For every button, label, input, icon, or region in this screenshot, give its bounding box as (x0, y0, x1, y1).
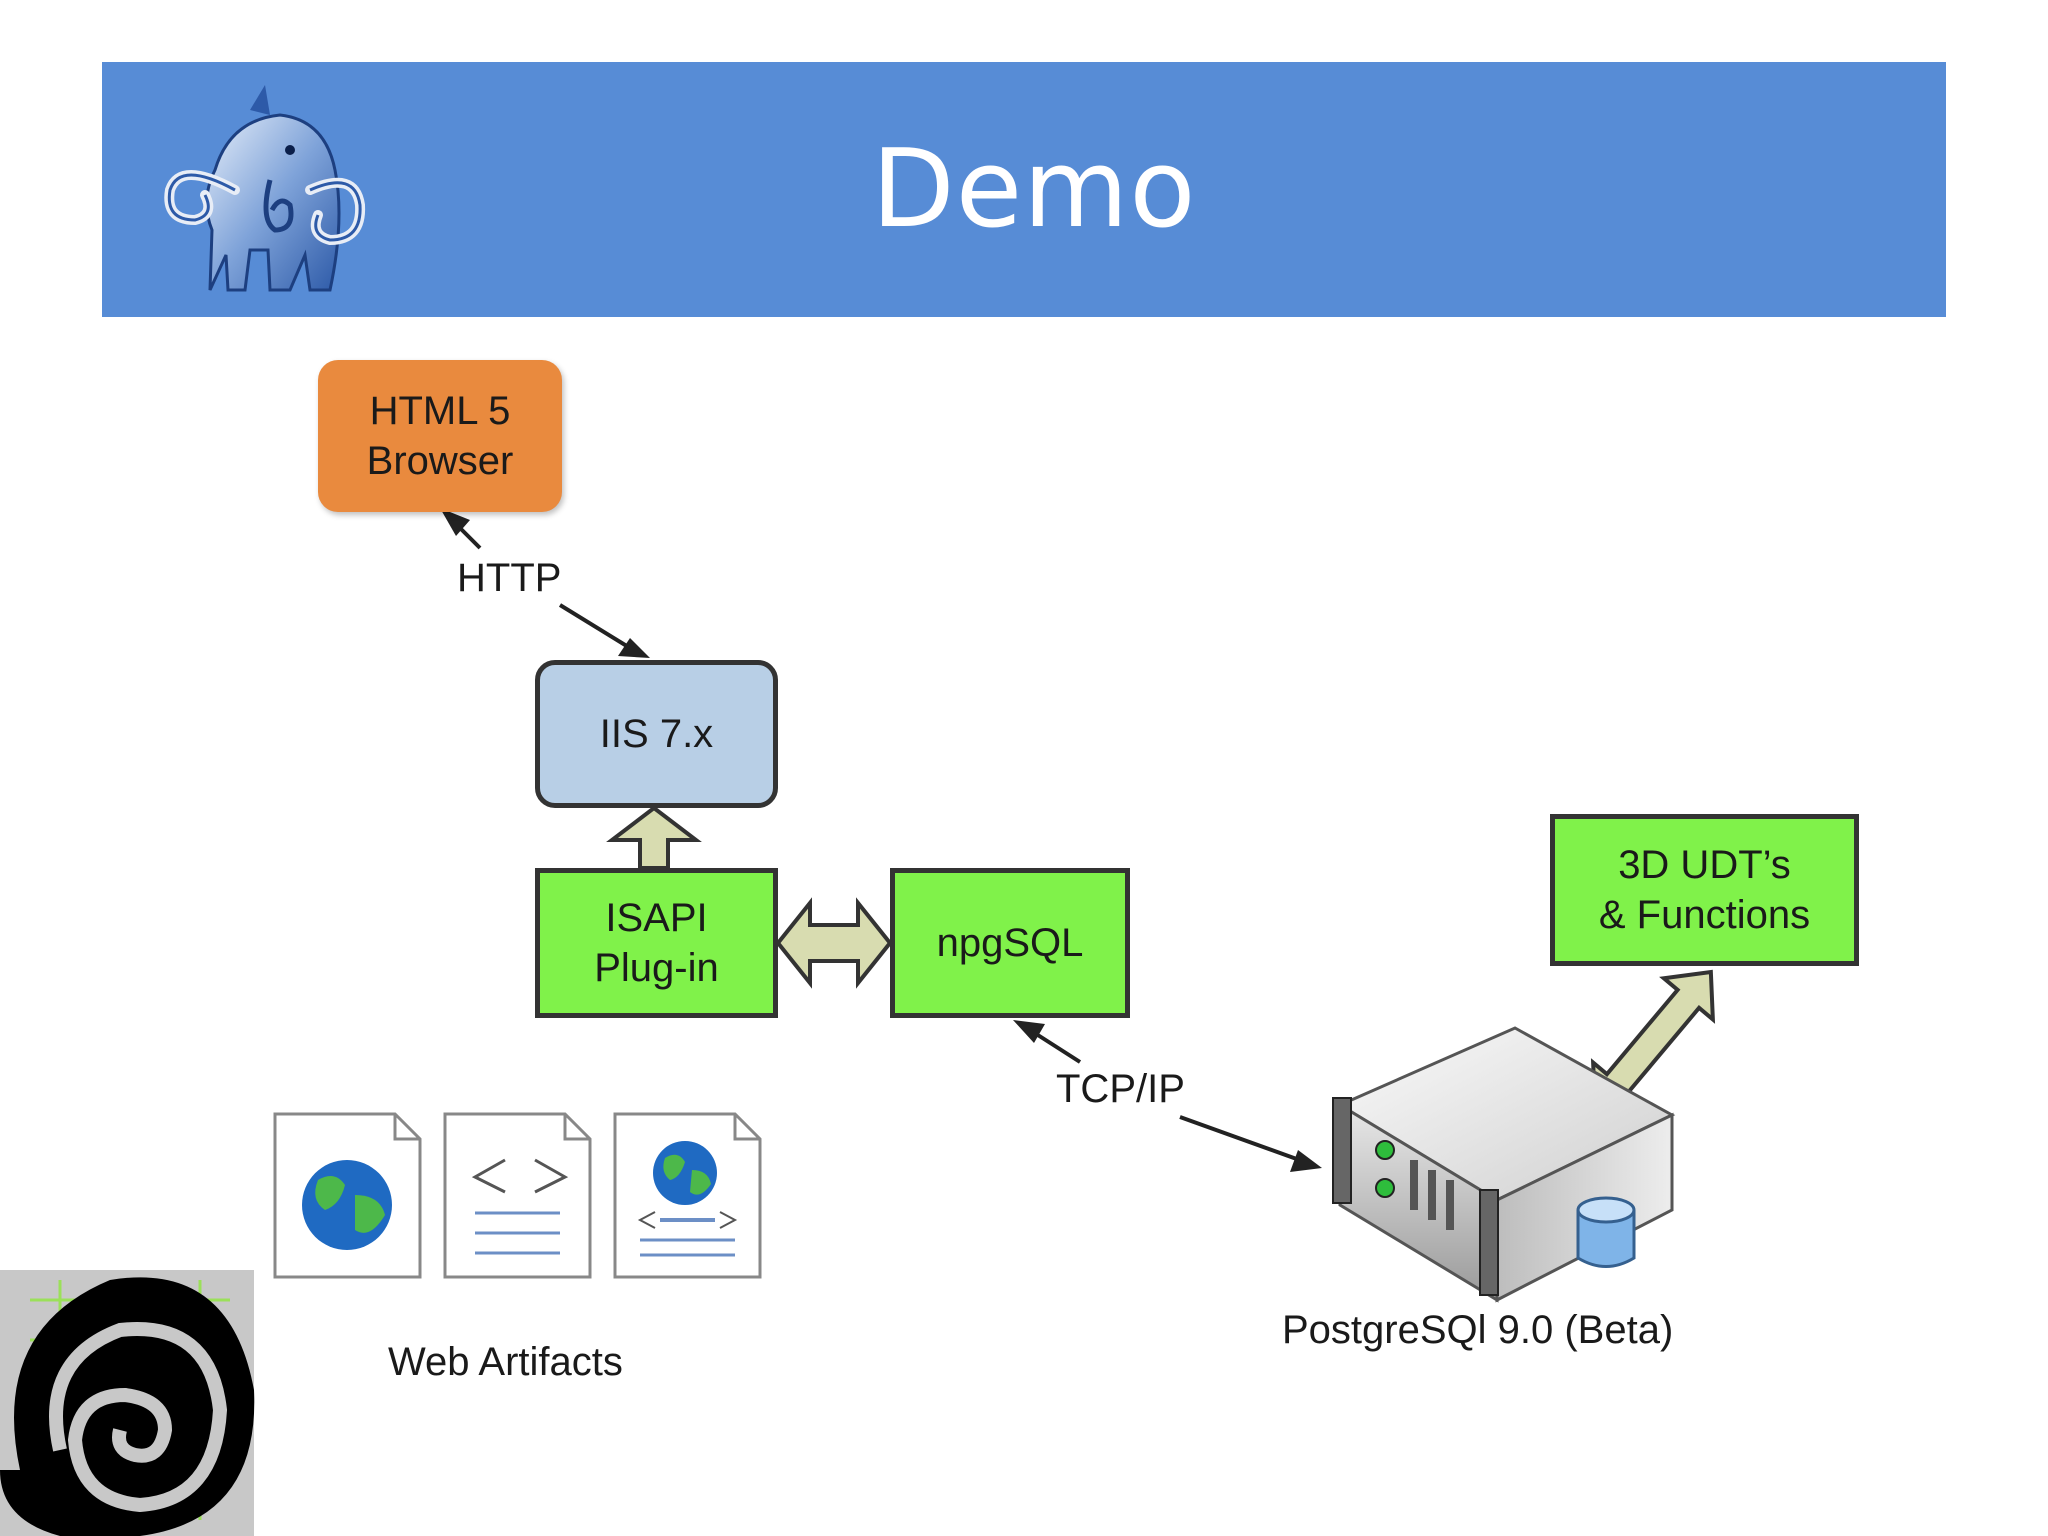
header-bar: Demo (102, 62, 1946, 317)
mammoth-logo-icon (164, 85, 366, 292)
http-connector (440, 508, 650, 658)
tcpip-label: TCP/IP (1056, 1067, 1185, 1111)
tcpip-connector (1013, 1020, 1322, 1172)
database-cylinder-icon (1576, 1196, 1636, 1268)
globe-document-icon (273, 1112, 422, 1279)
web-page-document-icon (613, 1112, 762, 1279)
npgsql-node: npgSQL (890, 868, 1130, 1018)
iis-node: IIS 7.x (535, 660, 778, 808)
up-block-arrow (606, 805, 702, 870)
postgres-label: PostgreSQl 9.0 (Beta) (1282, 1308, 1674, 1352)
http-label: HTTP (457, 556, 562, 600)
html5-browser-node: HTML 5 Browser (318, 360, 562, 512)
double-block-arrow (775, 897, 893, 989)
udt-functions-node: 3D UDT’s & Functions (1550, 814, 1859, 966)
slide-title: Demo (871, 127, 1197, 252)
spiral-logo-icon (0, 1270, 255, 1536)
isapi-plugin-node: ISAPI Plug-in (535, 868, 778, 1018)
web-artifacts-label: Web Artifacts (388, 1340, 623, 1384)
code-document-icon (443, 1112, 592, 1279)
